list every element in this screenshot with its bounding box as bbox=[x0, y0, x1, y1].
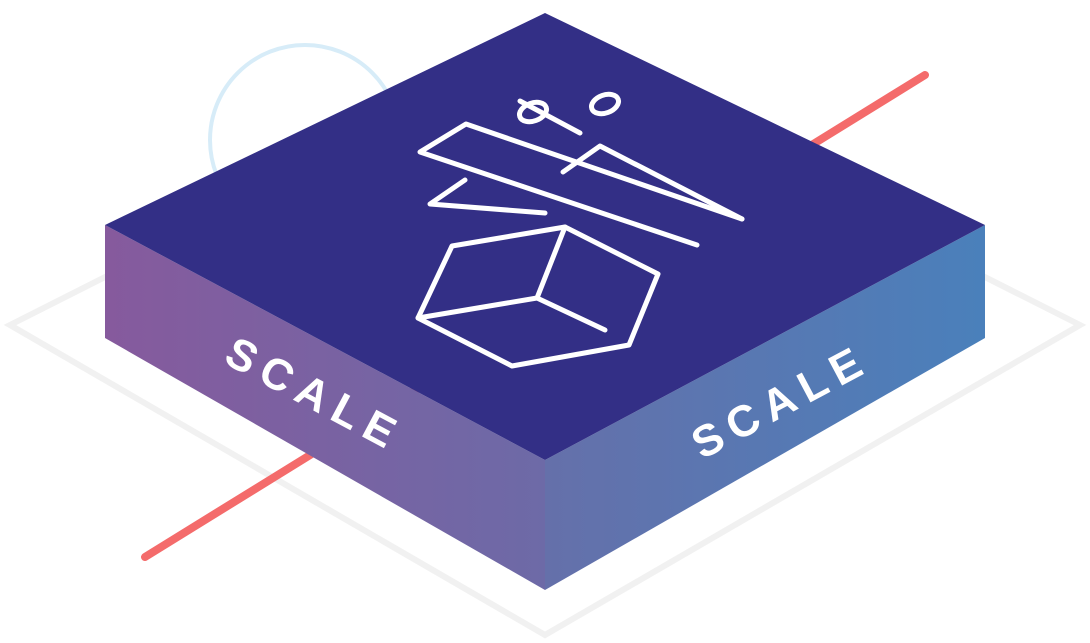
block-right-face bbox=[545, 225, 985, 590]
box-cube-icon bbox=[415, 224, 661, 369]
block-left-face bbox=[105, 225, 545, 590]
ribbon-bars-icon bbox=[417, 121, 745, 248]
percent-icon bbox=[516, 91, 622, 136]
block-top-face bbox=[105, 13, 985, 460]
